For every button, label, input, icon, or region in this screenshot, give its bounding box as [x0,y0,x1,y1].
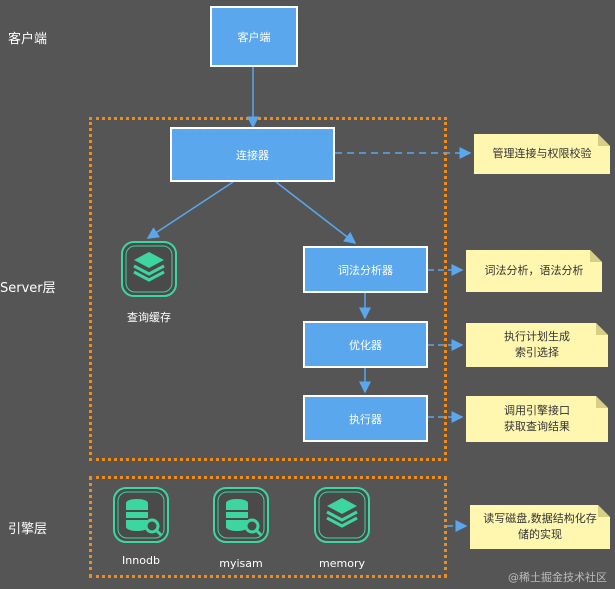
arrow-connector-cache [146,181,234,239]
executor-box: 执行器 [303,395,428,442]
lexer-box: 词法分析器 [303,246,428,293]
engine-label-innodb: Innodb [122,554,160,567]
optimizer-note-line1: 执行计划生成 [504,330,570,343]
optimizer-note-line2: 索引选择 [515,346,559,359]
database-gear-icon [212,486,270,544]
executor-note-line2: 获取查询结果 [504,420,570,433]
executor-note: 调用引擎接口 获取查询结果 [466,396,608,442]
engine-label-memory: memory [319,557,365,570]
client-layer-label: 客户端 [8,32,48,47]
stack-icon [313,486,371,544]
engine-layer-label: 引擎层 [8,522,48,537]
engine-layer-frame [89,476,447,578]
server-layer-frame [89,117,447,461]
cache-label: 查询缓存 [127,311,171,324]
engine-label-myisam: myisam [219,557,263,570]
connector-note: 管理连接与权限校验 [474,134,610,174]
optimizer-box: 优化器 [303,321,428,368]
engine-note-line1: 读写磁盘,数据结构化存 [483,512,597,525]
database-gear-icon [112,486,170,544]
connector-box: 连接器 [170,127,335,182]
server-layer-label: Server层 [0,281,56,296]
engine-note: 读写磁盘,数据结构化存 储的实现 [470,505,610,549]
executor-note-line1: 调用引擎接口 [504,404,570,417]
engine-note-line2: 储的实现 [518,528,562,541]
client-box: 客户端 [210,6,298,67]
stack-icon [120,240,178,298]
arrow-connector-lexer [275,181,357,244]
connector-note-text: 管理连接与权限校验 [492,147,592,160]
lexer-note: 词法分析，语法分析 [466,250,602,292]
lexer-note-text: 词法分析，语法分析 [484,264,584,277]
watermark: @稀土掘金技术社区 [508,571,607,584]
optimizer-note: 执行计划生成 索引选择 [466,323,608,367]
